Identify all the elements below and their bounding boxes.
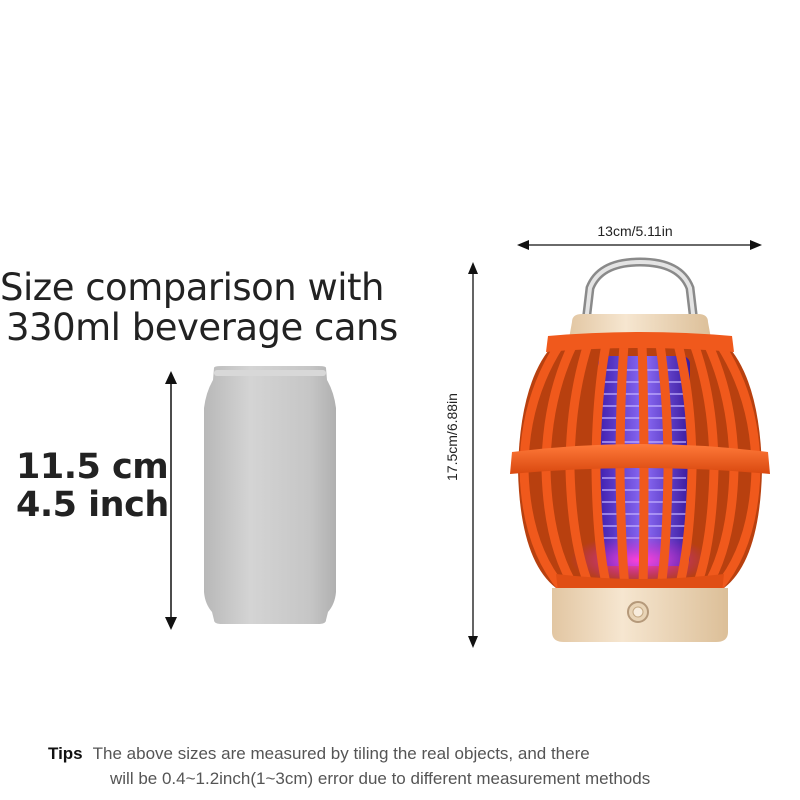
headline: Size comparison with 330ml beverage cans: [0, 268, 420, 348]
can-height-inch: 4.5 inch: [16, 485, 169, 525]
arrow-down-icon: [165, 617, 177, 630]
can-height-cm: 11.5 cm: [16, 447, 169, 487]
arrow-up-icon: [165, 371, 177, 384]
can-dimensions: 11.5 cm 4.5 inch: [16, 448, 169, 524]
tips-label: Tips: [48, 744, 83, 763]
mosquito-lamp-image: [510, 257, 770, 642]
arrow-right-icon: [750, 240, 762, 250]
beverage-can-image: [204, 366, 336, 624]
tips-note: Tips The above sizes are measured by tili…: [48, 741, 788, 791]
product-height-label: 17.5cm/6.88in: [444, 393, 460, 481]
headline-line-1: Size comparison with: [0, 266, 385, 309]
arrow-up-icon: [468, 262, 478, 274]
product-width-label: 13cm/5.11in: [597, 223, 673, 239]
arrow-left-icon: [517, 240, 529, 250]
headline-line-2: 330ml beverage cans: [6, 306, 398, 349]
tips-line-1: The above sizes are measured by tiling t…: [92, 744, 590, 763]
tips-line-2: will be 0.4~1.2inch(1~3cm) error due to …: [110, 769, 651, 788]
arrow-down-icon: [468, 636, 478, 648]
